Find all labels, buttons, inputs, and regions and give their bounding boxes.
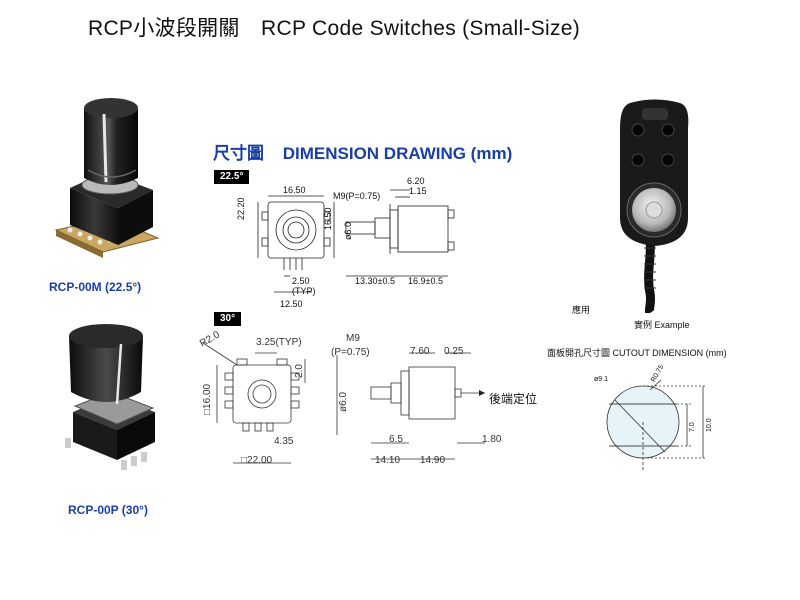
section-title-en: DIMENSION DRAWING (mm): [282, 144, 513, 163]
dim-square-h: □16.00: [202, 383, 213, 415]
angle-tab-30: 30°: [214, 312, 242, 326]
dim-d2: 1.15: [409, 186, 427, 196]
dim-height-right: 16.50: [323, 207, 333, 230]
example-caption: 實例 Example: [634, 320, 690, 330]
dim-d5-30: 14.10: [375, 455, 401, 466]
dim-thread-30: M9: [346, 333, 360, 344]
dim-body-len: 16.9±0.5: [408, 276, 443, 286]
dim-d3-30: 6.5: [389, 434, 403, 445]
dim-d1: 6.20: [407, 176, 425, 186]
cutout-dia: ø9.1: [594, 376, 609, 383]
dim-shaft-dia: ø6.0: [343, 221, 353, 240]
product-photo-rcp-00m: [54, 98, 160, 258]
dim-width-top: 16.50: [283, 185, 306, 195]
dim-d4-30: 1.80: [482, 434, 502, 445]
rear-positioning-note: 後端定位: [489, 392, 538, 406]
example-label-zh: 應用: [572, 305, 591, 315]
dim-width-bottom: 12.50: [280, 299, 303, 309]
dim-d6-30: 14.90: [420, 455, 446, 466]
dim-pitch-typ: 3.25(TYP): [256, 337, 302, 348]
dim-pin-pitch: 2.50: [292, 276, 310, 286]
example-pendant-photo: [620, 99, 689, 313]
dim-d2-30: 0.25: [444, 346, 464, 357]
cutout-dim-outer: 10.0: [706, 418, 713, 432]
dim-square-w: □22.00: [241, 455, 273, 466]
model-label-rcp-00p: RCP-00P (30°): [68, 503, 148, 517]
product-photo-rcp-00p: [65, 324, 155, 470]
dim-thread-pitch-30: (P=0.75): [331, 347, 370, 358]
angle-tab-22-5: 22.5°: [214, 170, 250, 184]
section-title-zh: 尺寸圖: [213, 144, 264, 163]
dim-pin-pitch-note: (TYP): [292, 286, 316, 296]
dim-height-left: 22.20: [236, 197, 246, 220]
model-label-rcp-00m: RCP-00M (22.5°): [49, 280, 142, 294]
cutout-title: 面板開孔尺寸圖 CUTOUT DIMENSION (mm): [547, 348, 727, 358]
dim-side: 2.0: [294, 364, 305, 378]
dimension-drawing-22-5: [257, 189, 455, 293]
dim-shaft-dia-30: ø6.0: [338, 391, 349, 412]
dim-d1-30: 7.60: [410, 346, 430, 357]
cutout-drawing: [606, 379, 707, 470]
page-title: RCP小波段開關 RCP Code Switches (Small-Size): [88, 17, 581, 40]
dim-offset: 4.35: [274, 436, 294, 447]
dimension-drawing-30: [202, 342, 485, 464]
section-heading: 尺寸圖 DIMENSION DRAWING (mm): [213, 139, 512, 164]
cutout-dim-inner: 7.0: [689, 422, 696, 432]
dim-thread: M9(P=0.75): [333, 191, 381, 201]
dim-shaft-len: 13.30±0.5: [355, 276, 395, 286]
